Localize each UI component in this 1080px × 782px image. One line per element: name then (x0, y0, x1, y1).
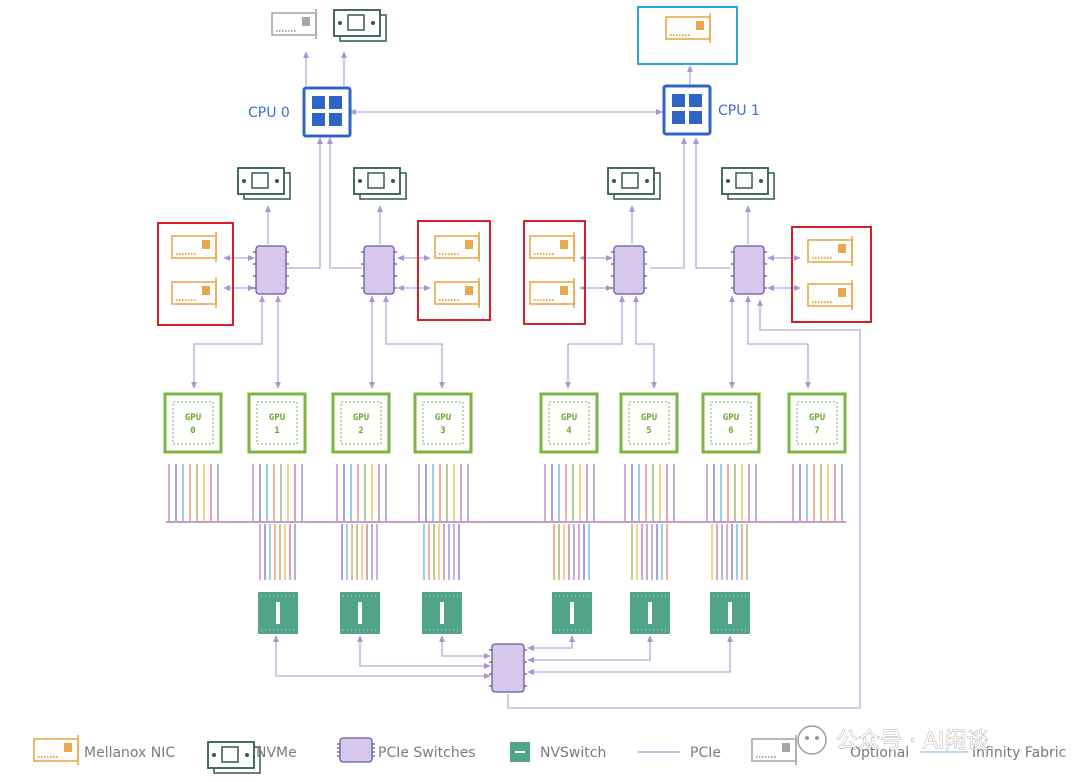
mellanox-nic-icon-4 (434, 278, 480, 308)
pcie-switch-3 (611, 245, 647, 295)
mellanox-nic-icon-6 (529, 278, 575, 308)
watermark: 公众号 · AI闲谈 (797, 725, 989, 755)
pcie-switch-4 (731, 245, 767, 295)
mellanox-nic-icon-1 (171, 232, 217, 262)
optional-nic-icon (271, 9, 317, 39)
gpu-index: 4 (566, 426, 572, 436)
gpu-5: GPU 5 (619, 392, 679, 454)
highlight-box-nic-group-4 (791, 226, 872, 323)
nvswitch-1 (340, 592, 380, 634)
gpu-label: GPU (353, 413, 369, 423)
gpu-label: GPU (809, 413, 825, 423)
gpu-index: 0 (190, 426, 195, 436)
gpu-label: GPU (641, 413, 657, 423)
gpu-0: GPU 0 (163, 392, 223, 454)
gpu-1: GPU 1 (247, 392, 307, 454)
legend-nvswitch-icon (510, 742, 530, 762)
nic-highlight-boxes (157, 6, 872, 326)
gpu-label: GPU (723, 413, 739, 423)
mellanox-nic-icon-2 (171, 278, 217, 308)
nvswitch-2 (422, 592, 462, 634)
gpu-label: GPU (561, 413, 577, 423)
gpu-index: 6 (728, 426, 733, 436)
nvme-drive-icon-top (333, 9, 387, 42)
legend-pcie-switches-label: PCIe Switches (378, 745, 476, 761)
pcie-switch-1 (253, 245, 289, 295)
nvswitch-3 (552, 592, 592, 634)
devices (171, 9, 853, 693)
nvme-drive-icon-2 (353, 167, 407, 200)
cpu1-nic-icon (665, 13, 711, 43)
legend-optional-label: Optional (850, 745, 909, 761)
highlight-box-nic-group-3 (523, 220, 586, 325)
gpu-index: 2 (358, 426, 363, 436)
cpu-0: CPU 0 (248, 86, 352, 138)
wechat-icon (797, 725, 827, 755)
nvlink-bus (166, 464, 846, 580)
gpu-3: GPU 3 (413, 392, 473, 454)
mellanox-nic-icon-5 (529, 232, 575, 262)
legend-nic-label: Mellanox NIC (84, 745, 175, 761)
legend-nic-card-icon (33, 735, 79, 765)
legend-nvswitch-label: NVSwitch (540, 745, 606, 761)
watermark-text: 公众号 · AI闲谈 (836, 729, 989, 754)
legend-pcie-switch-shape (337, 737, 375, 763)
gpu-label: GPU (435, 413, 451, 423)
legend-infinity-fabric-label: Infinity Fabric (972, 745, 1066, 761)
nvme-drive-icon-4 (721, 167, 775, 200)
nvswitch-5 (710, 592, 750, 634)
mellanox-nic-icon-7 (807, 236, 853, 266)
mellanox-nic-icon-3 (434, 232, 480, 262)
cpu-0-label: CPU 0 (248, 105, 290, 121)
legend-optional-card-icon (751, 735, 797, 765)
nvme-drive-icon-1 (237, 167, 291, 200)
gpu-index: 5 (646, 426, 651, 436)
gpu-index: 3 (440, 426, 445, 436)
gpu-index: 7 (814, 426, 819, 436)
legend-pcie-label: PCIe (690, 745, 721, 761)
legend-nvme-label: NVMe (256, 745, 297, 761)
legend-nvme-drive-icon (207, 741, 261, 774)
highlight-box-nic-group-1 (157, 222, 234, 326)
legend: Mellanox NIC NVMe PCIe Switches NVSwitch… (33, 735, 1066, 774)
pcie-switch-bottom (489, 643, 527, 693)
gpu-6: GPU 6 (701, 392, 761, 454)
cpu-1: CPU 1 (662, 84, 760, 136)
highlight-box-cpu1-nic (637, 6, 738, 65)
highlight-box-nic-group-2 (417, 220, 491, 321)
gpu-label: GPU (185, 413, 201, 423)
gpu-label: GPU (269, 413, 285, 423)
nvswitch-0 (258, 592, 298, 634)
mellanox-nic-icon-8 (807, 280, 853, 310)
gpus: GPU 0 GPU 1 GPU 2 GPU 3 GPU 4 GPU 5 GPU 6 GPU 7 (163, 392, 847, 454)
nvme-drive-icon-3 (607, 167, 661, 200)
nvswitch-4 (630, 592, 670, 634)
gpu-index: 1 (274, 426, 279, 436)
legend-pcie-switch-icon (337, 737, 375, 763)
gpu-4: GPU 4 (539, 392, 599, 454)
cpu-1-label: CPU 1 (718, 103, 760, 119)
legend-nic-icon (33, 735, 79, 765)
pcie-switch-2 (361, 245, 397, 295)
legend-optional-icon (751, 735, 797, 765)
gpu-2: GPU 2 (331, 392, 391, 454)
pcie-links (190, 51, 861, 709)
legend-nvme-icon (207, 741, 261, 774)
gpu-7: GPU 7 (787, 392, 847, 454)
